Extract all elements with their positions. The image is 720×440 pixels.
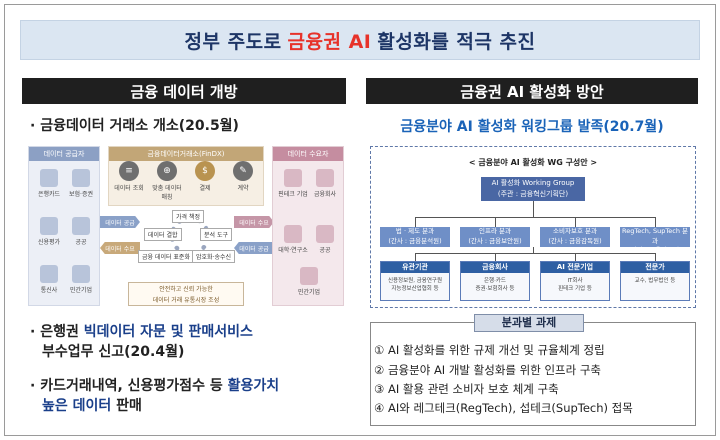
demand-header: 데이터 수요자: [273, 147, 343, 161]
search-doc-icon: ≡: [119, 161, 139, 181]
public-building-icon: [316, 225, 334, 243]
tool-standard: 금융 데이터 표준화: [138, 250, 194, 263]
demand-panel: 데이터 수요자 핀테크 기업 금융회사 대학·연구소 공공 민간기업: [272, 146, 344, 306]
connector: [575, 217, 576, 227]
tool-pricing: 가격 책정: [172, 210, 204, 223]
supplier-insurance: 보험·증권: [65, 169, 97, 198]
credit-icon: [40, 217, 58, 235]
connector: [533, 201, 534, 217]
task-box: [370, 322, 696, 426]
tool-encrypt: 암호화·송수신: [192, 250, 236, 263]
supplier-bank: 은행카드: [33, 169, 65, 198]
exchange-panel: 금융데이터거래소(FinDX) ≡데이터 조회 ⊕맞춤 데이터 매칭 $결제 ✎…: [108, 146, 264, 206]
arrow-demand-in: 데이터 수요: [100, 242, 140, 254]
sub-infra: 인프라 분과(간사 : 금융보안원): [460, 227, 530, 247]
exchange-pay: $결제: [189, 161, 221, 192]
bank-icon: [316, 169, 334, 187]
demand-public: 공공: [309, 225, 341, 254]
task-item: ④ AI와 레그테크(RegTech), 섭테크(SupTech) 접목: [374, 401, 633, 415]
supplier-header: 데이터 공급자: [29, 147, 99, 161]
supplier-panel: 데이터 공급자 은행카드 보험·증권 신용평가 공공 통신사 민간기업: [28, 146, 100, 306]
contract-icon: ✎: [233, 161, 253, 181]
telecom-icon: [40, 265, 58, 283]
match-icon: ⊕: [157, 161, 177, 181]
sub-law: 법 · 제도 분과(간사 : 금융분석원): [380, 227, 450, 247]
connector: [415, 253, 655, 254]
connector: [495, 253, 496, 261]
insurance-icon: [72, 169, 90, 187]
arrow-demand-out: 데이터 수요: [234, 216, 274, 228]
university-icon: [284, 225, 302, 243]
task-header: 분과별 과제: [474, 314, 584, 332]
demand-private: 민간기업: [293, 267, 325, 296]
supplier-telecom: 통신사: [33, 265, 65, 294]
market-note: 안전하고 신뢰 가능한 데이터 거래 유통시장 조성: [128, 282, 244, 306]
connector: [415, 217, 416, 227]
dollar-icon: $: [195, 161, 215, 181]
task-item: ① AI 활성화를 위한 규제 개선 및 규율체계 정립: [374, 343, 605, 357]
right-subtitle: 금융분야 AI 활성화 워킹그룹 발족(20.7월): [400, 119, 664, 135]
connector: [655, 253, 656, 261]
exchange-header: 금융데이터거래소(FinDX): [109, 147, 263, 161]
fintech-icon: [284, 169, 302, 187]
title-highlight: 금융권 AI: [287, 30, 372, 53]
sub-regtech: RegTech, SupTech 분과(간사 : 금융감독원): [620, 227, 690, 254]
title-pre: 정부 주도로: [184, 30, 282, 53]
tool-combine: 데이터 결합: [144, 228, 182, 241]
demand-financial: 금융회사: [309, 169, 341, 198]
page-title: 정부 주도로 금융권 AI 활성화를 적극 추진: [20, 20, 700, 60]
org-title: < 금융분야 AI 활성화 WG 구성안 >: [468, 158, 598, 167]
exchange-match: ⊕맞춤 데이터 매칭: [151, 161, 183, 201]
left-section-header: 금융 데이터 개방: [22, 78, 346, 104]
connector: [495, 217, 496, 227]
demand-university: 대학·연구소: [277, 225, 309, 254]
public-building-icon: [72, 217, 90, 235]
connector: [533, 247, 534, 253]
arrow-supply-out: 데이터 공급: [234, 242, 274, 254]
supplier-public: 공공: [65, 217, 97, 246]
tools-cluster: 데이터 결합 가격 책정 분석 도구 금융 데이터 표준화 암호화·송수신: [138, 210, 236, 266]
title-post: 활성화를 적극 추진: [377, 30, 536, 53]
connector: [415, 217, 655, 218]
exchange-contract: ✎계약: [227, 161, 259, 192]
demand-fintech: 핀테크 기업: [277, 169, 309, 198]
supplier-private: 민간기업: [65, 265, 97, 294]
task-item: ③ AI 활용 관련 소비자 보호 체계 구축: [374, 382, 559, 396]
task-item: ② 금융분야 AI 개발 활성화를 위한 인프라 구축: [374, 363, 602, 377]
connector: [575, 253, 576, 261]
connector: [415, 253, 416, 261]
company-icon: [300, 267, 318, 285]
exchange-search: ≡데이터 조회: [113, 161, 145, 192]
org-chart: < 금융분야 AI 활성화 WG 구성안 > AI 활성화 Working Gr…: [370, 146, 696, 308]
bank-card-icon: [40, 169, 58, 187]
arrow-supply-in: 데이터 공급: [100, 216, 140, 228]
left-bullet-sales: · 카드거래내역, 신용평가점수 등 활용가치 높은 데이터 판매: [30, 378, 280, 414]
left-bullet-exchange: · 금융데이터 거래소 개소(20.5월): [30, 118, 239, 134]
right-section-header: 금융권 AI 활성화 방안: [366, 78, 698, 104]
findx-diagram: 데이터 공급자 은행카드 보험·증권 신용평가 공공 통신사 민간기업 금융데이…: [28, 146, 344, 314]
supplier-credit: 신용평가: [33, 217, 65, 246]
left-bullet-bigdata: · 은행권 빅데이터 자문 및 판매서비스 부수업무 신고(20.4월): [30, 324, 253, 360]
connector: [655, 217, 656, 227]
sub-consumer: 소비자보호 분과(간사 : 금융감독원): [540, 227, 610, 247]
wg-box: AI 활성화 Working Group (주관 : 금융혁신기획단): [481, 177, 585, 201]
tool-analysis: 분석 도구: [200, 228, 232, 241]
company-icon: [72, 265, 90, 283]
